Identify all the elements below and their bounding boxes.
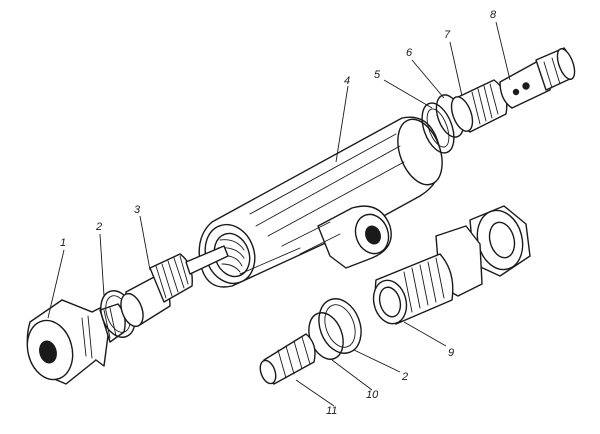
callout-10: 10 [366,389,379,401]
callout-11: 11 [326,405,337,417]
part-2-sealing-ring-lower [318,298,362,354]
part-5-ring [421,102,455,154]
callout-2b: 2 [401,371,408,383]
callout-9: 9 [448,347,454,359]
callout-7: 7 [444,29,451,41]
callout-1: 1 [60,237,66,249]
part-9-union-fitting [372,205,531,325]
part-3-valve-stem [120,245,229,328]
leader-lines [47,21,511,407]
part-8-valve-plunger [499,47,576,109]
part-1-cap-nut [26,299,126,385]
callout-4: 4 [344,75,350,87]
callout-8: 8 [490,9,497,21]
part-7-threaded-sleeve [450,79,508,133]
callout-6: 6 [406,47,413,59]
part-4-tee-body [198,116,443,288]
callout-5: 5 [374,69,381,81]
callout-3: 3 [134,204,141,216]
callout-2a: 2 [95,221,102,233]
part-11-spring [259,333,316,385]
